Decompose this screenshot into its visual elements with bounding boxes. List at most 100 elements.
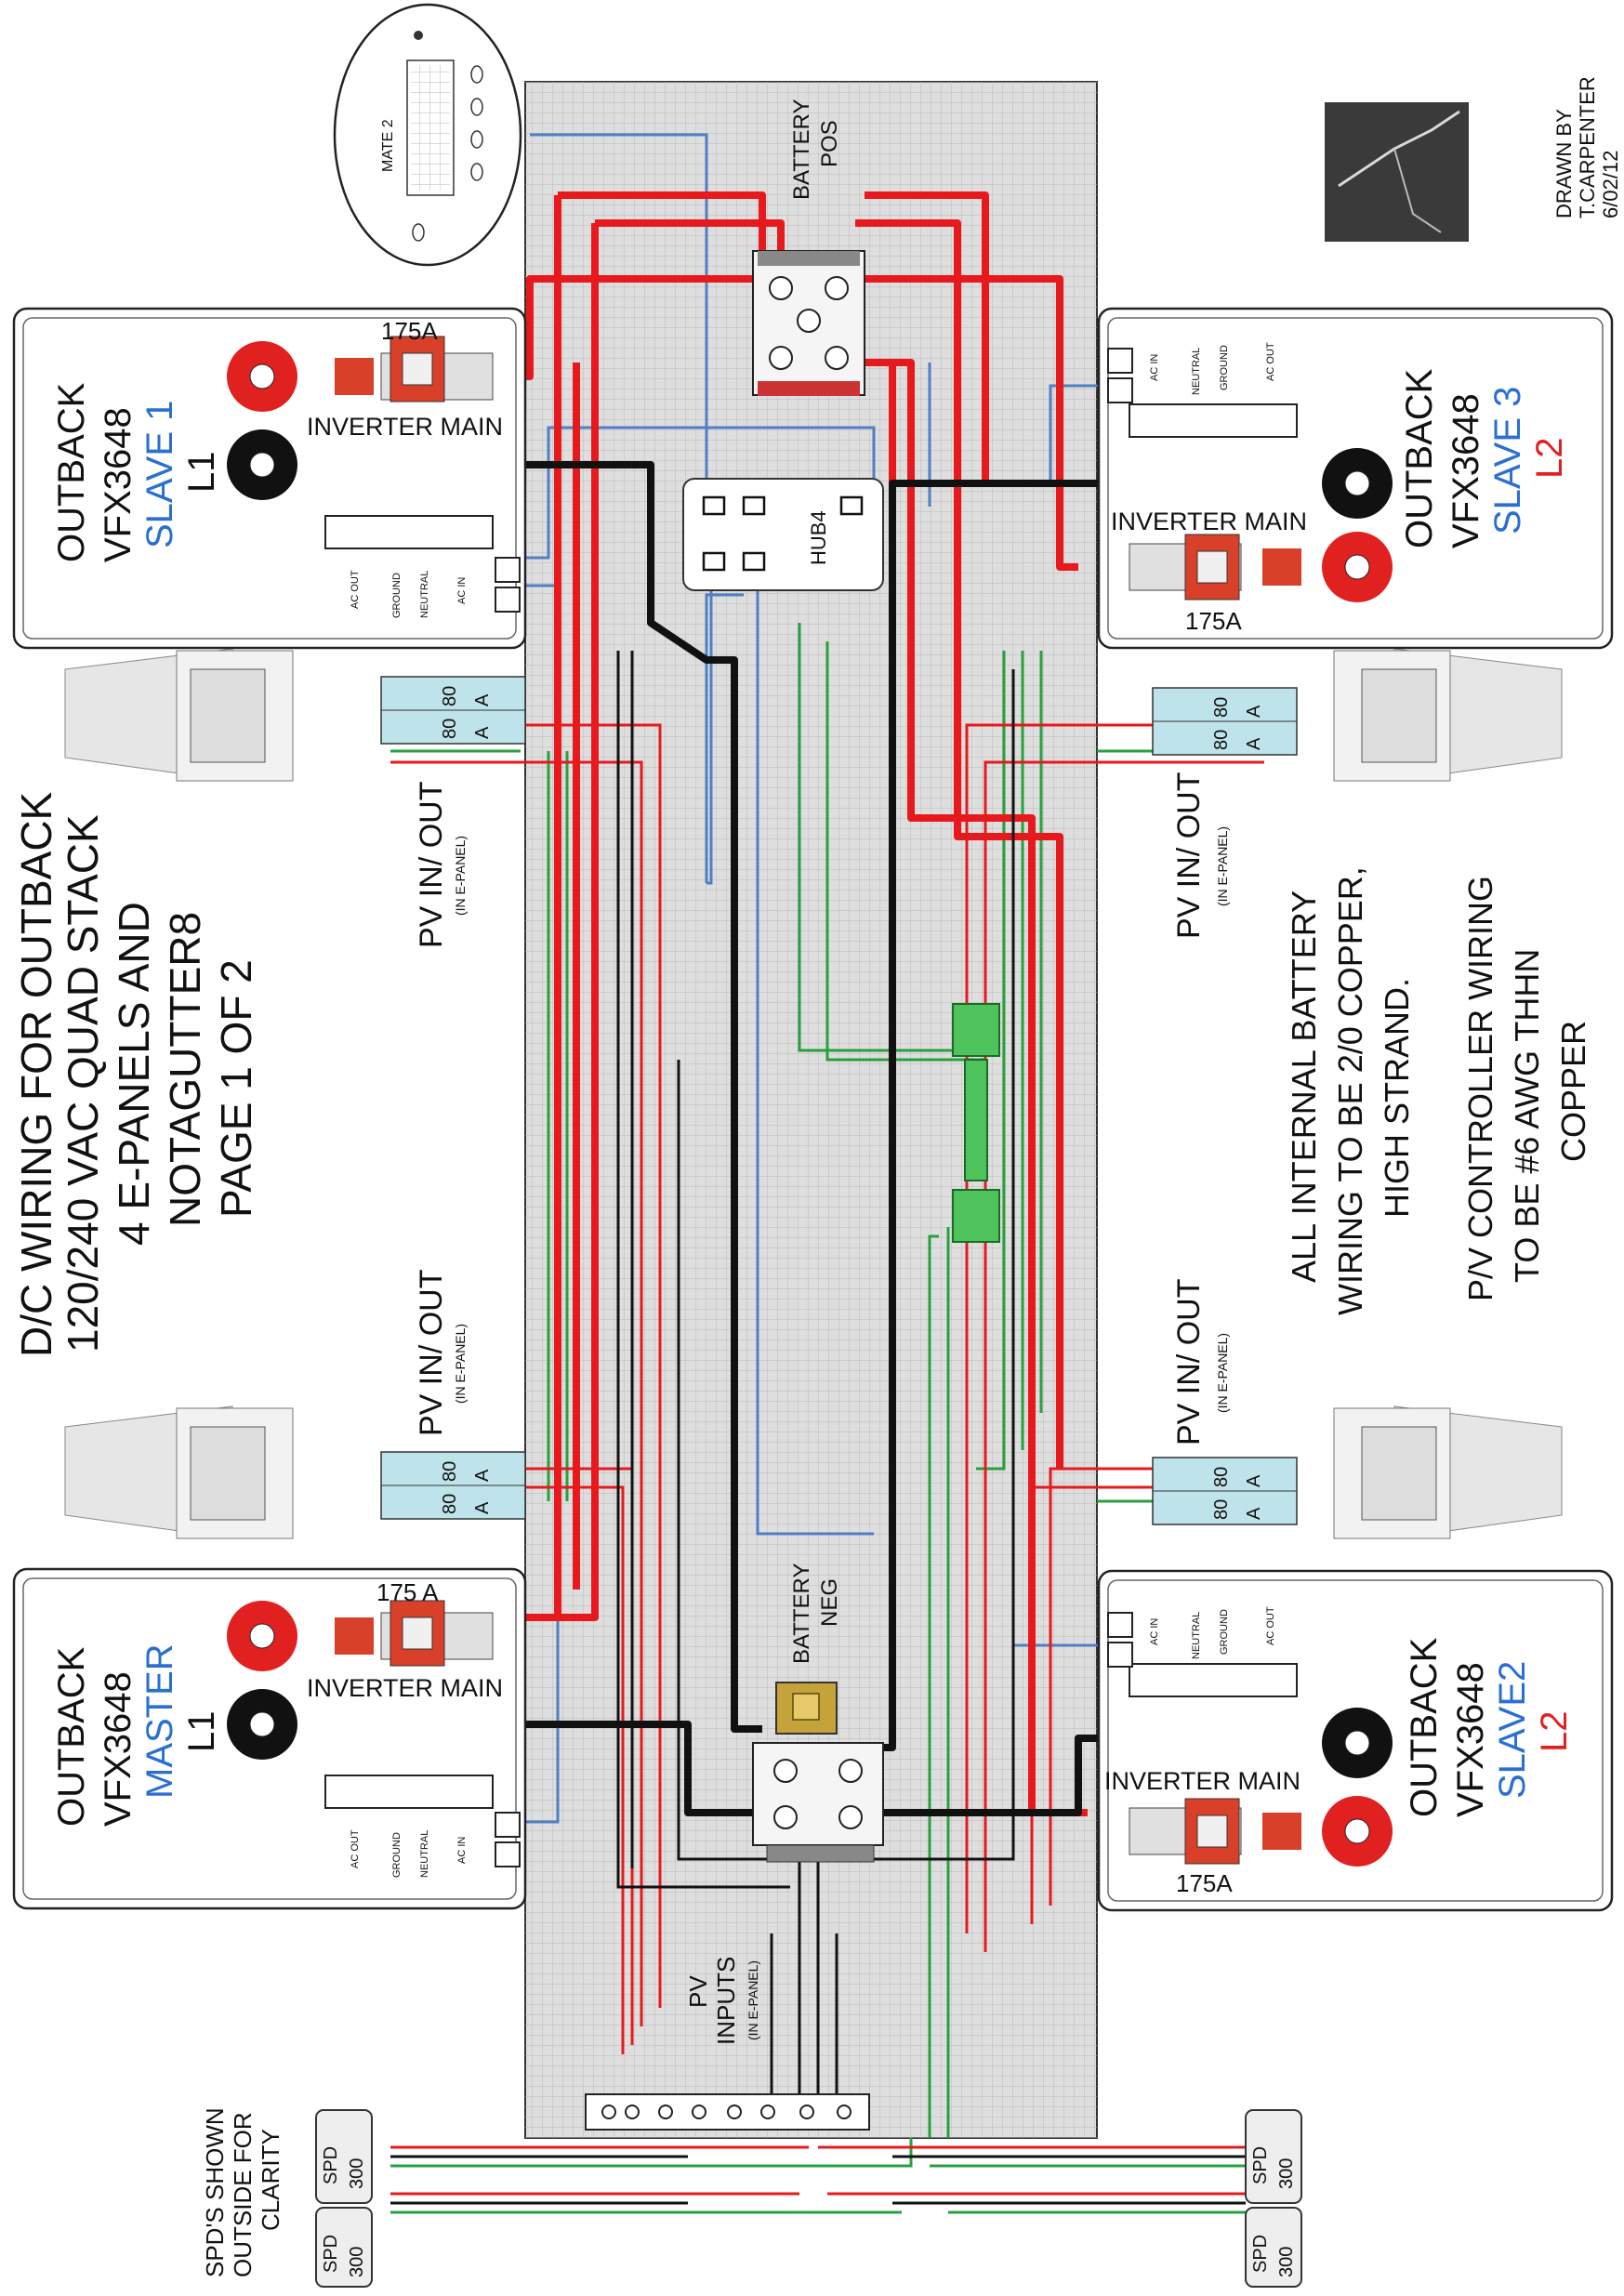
note-pv-2: TO BE #6 AWG THHN: [1508, 949, 1546, 1283]
inverter-role: SLAVE2: [1492, 1661, 1533, 1799]
pv-io-lower-right-sub: (IN E-PANEL): [1215, 1333, 1230, 1413]
breaker-type: A: [1244, 1474, 1264, 1487]
breaker-rating: 80: [440, 1461, 460, 1482]
spd-labels: SPD 300 SPD 300 SPD 300 SPD 300: [321, 2146, 1297, 2277]
spd-note-2: OUTSIDE FOR: [229, 2112, 257, 2277]
pv-io-lower-left: PV IN/ OUT: [414, 1270, 449, 1436]
inverter-main-label: INVERTER MAIN: [307, 413, 503, 441]
neutral-label: NEUTRAL: [1191, 1612, 1202, 1659]
drawn-by-line-2: T.CARPENTER: [1576, 76, 1599, 218]
inverter-main-label: INVERTER MAIN: [307, 1674, 503, 1702]
inverter-model: VFX3648: [98, 407, 139, 562]
inverter-slave2-text: OUTBACK VFX3648 SLAVE2 L2 175A INVERTER …: [1104, 1606, 1575, 1897]
pv-io-lower-right: PV IN/ OUT: [1171, 1279, 1207, 1445]
neutral-label: NEUTRAL: [419, 1830, 430, 1878]
inverter-model: VFX3648: [98, 1671, 139, 1827]
pv-input-terminal-strip: [585, 2093, 870, 2131]
breaker-rating: 80: [440, 1494, 460, 1514]
inverter-slave1: [12, 307, 527, 650]
spd-label: SPD: [1250, 2146, 1271, 2184]
breaker-type: A: [472, 1469, 493, 1482]
title-line-2: 120/240 VAC QUAD STACK: [59, 814, 107, 1353]
inverter-leg: L2: [1529, 438, 1570, 480]
spd-note-1: SPD'S SHOWN: [201, 2107, 229, 2277]
ac-in-label: AC IN: [1149, 1618, 1160, 1645]
drawn-by-line-3: 6/02/12: [1599, 151, 1622, 218]
note-battery-3: HIGH STRAND.: [1378, 978, 1416, 1218]
spd-label: SPD: [321, 2235, 341, 2273]
breaker-rating-label: 175 A: [376, 1578, 439, 1606]
title-line-1: D/C WIRING FOR OUTBACK: [12, 791, 60, 1357]
title-line-5: PAGE 1 OF 2: [212, 959, 260, 1218]
notes-block: ALL INTERNAL BATTERY WIRING TO BE 2/0 CO…: [1285, 866, 1592, 1315]
ac-out-label: AC OUT: [350, 570, 361, 609]
spd-rating: 300: [347, 2247, 367, 2277]
pv-io-top-right-sub: (IN E-PANEL): [1215, 826, 1230, 906]
breaker-rating-label: 175A: [1185, 607, 1242, 635]
breaker-rating: 80: [1211, 1467, 1232, 1487]
hub-label: HUB4: [807, 510, 830, 565]
breaker-type: A: [472, 1501, 493, 1514]
inverter-role: SLAVE 1: [139, 401, 180, 548]
hub4: [682, 478, 884, 591]
charge-controller-top-right: [1152, 648, 1563, 782]
breaker-type: A: [1244, 705, 1264, 718]
inverter-main-label: INVERTER MAIN: [1111, 508, 1307, 535]
pv-io-top-left-sub: (IN E-PANEL): [453, 836, 468, 916]
battery-negative-busbar: [752, 1682, 884, 1863]
inverter-model: VFX3648: [1450, 1662, 1491, 1817]
breaker-rating: 80: [1211, 1499, 1232, 1520]
drawn-by: DRAWN BY T.CARPENTER 6/02/12: [1552, 76, 1622, 218]
charge-controller-lower-right: [1152, 1405, 1563, 1539]
spd-devices: [315, 2109, 1302, 2288]
ground-label: GROUND: [1219, 345, 1230, 390]
battery-neg-label-2: NEG: [817, 1578, 842, 1627]
ac-out-label: AC OUT: [1265, 342, 1276, 381]
inverter-role: SLAVE 3: [1487, 387, 1528, 534]
charge-controller-lower-left: [64, 1405, 526, 1539]
ground-wiring: [390, 623, 1264, 2214]
inverter-slave2: [1097, 1569, 1614, 1912]
inverter-model: VFX3648: [1446, 393, 1486, 548]
ground-label: GROUND: [391, 573, 403, 618]
inverter-master: [12, 1567, 527, 1910]
spd-rating: 300: [347, 2158, 367, 2189]
spd-label: SPD: [1250, 2235, 1271, 2273]
ac-out-label: AC OUT: [1265, 1606, 1276, 1645]
inverter-brand: OUTBACK: [51, 382, 92, 562]
mate-label: MATE 2: [380, 119, 396, 172]
spd-note-3: CLARITY: [257, 2129, 284, 2231]
pv-io-lower-left-sub: (IN E-PANEL): [453, 1324, 468, 1404]
drawn-by-line-1: DRAWN BY: [1552, 109, 1576, 218]
ac-in-label: AC IN: [456, 1837, 468, 1864]
breaker-rating: 80: [1211, 730, 1232, 750]
ground-label: GROUND: [391, 1832, 403, 1878]
breaker-rating: 80: [1211, 697, 1232, 718]
spd-rating: 300: [1276, 2247, 1297, 2277]
breaker-rating-label: 175A: [381, 317, 438, 345]
note-pv-1: P/V CONTROLLER WIRING: [1461, 876, 1499, 1301]
ac-in-label: AC IN: [1149, 354, 1160, 381]
pv-inputs-label-1: PV: [684, 1975, 712, 2008]
breaker-type: A: [472, 693, 493, 706]
battery-neg-label-1: BATTERY: [789, 1564, 814, 1664]
spd-rating: 300: [1276, 2158, 1297, 2189]
inverter-leg: L1: [181, 452, 222, 494]
pv-inputs-label-2: INPUTS: [712, 1957, 740, 2045]
pv-io-top-right: PV IN/ OUT: [1171, 772, 1207, 939]
inverter-brand: OUTBACK: [1399, 368, 1440, 548]
title-block: D/C WIRING FOR OUTBACK 120/240 VAC QUAD …: [12, 791, 260, 1357]
neutral-label: NEUTRAL: [419, 571, 430, 618]
inverter-brand: OUTBACK: [51, 1646, 92, 1827]
breaker-type: A: [1244, 1507, 1264, 1520]
mate2-display: [333, 3, 522, 267]
neutral-label: NEUTRAL: [1191, 348, 1202, 395]
pv-io-top-left: PV IN/ OUT: [414, 782, 449, 948]
ac-in-label: AC IN: [456, 577, 468, 604]
note-pv-3: COPPER: [1554, 1021, 1592, 1162]
breaker-type: A: [1244, 737, 1264, 750]
breaker-rating-label: 175A: [1176, 1869, 1233, 1897]
inverter-master-text: OUTBACK VFX3648 MASTER L1 175 A INVERTER…: [51, 1578, 503, 1878]
breaker-rating: 80: [440, 719, 460, 739]
